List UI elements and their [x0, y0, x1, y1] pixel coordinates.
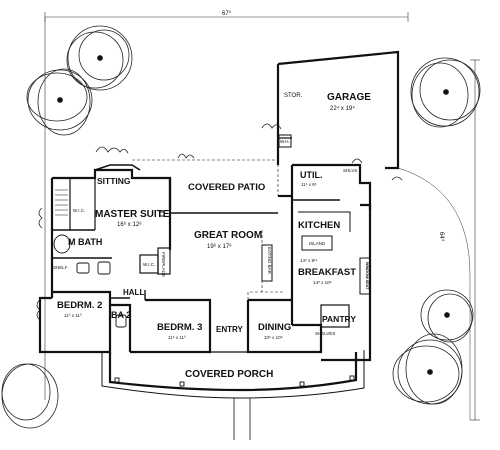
tree-bottom-left — [1, 363, 59, 429]
bath-fixtures — [53, 234, 127, 328]
overall-depth-label: 644 — [438, 232, 446, 242]
landscape-trees — [1, 25, 481, 429]
m-bath-label: M BATH — [68, 237, 102, 247]
tree-right-top — [410, 57, 481, 128]
island-label: ISLAND — [309, 241, 326, 246]
garage-size: 22⁴ x 19⁴ — [330, 105, 355, 112]
wh-label: W.H. — [280, 139, 290, 144]
bedrm3-size: 11⁸ x 11⁰ — [168, 335, 186, 340]
fireplace-label: FIREPLACE — [161, 252, 166, 277]
dining-size: 10⁶ x 10⁸ — [264, 335, 283, 340]
tree-right-mid — [420, 289, 474, 343]
utility-label: UTIL. — [300, 170, 323, 180]
kitchen-size: 14⁸ x 9¹¹ — [300, 258, 318, 263]
shelves-utility-label: SHLVS — [343, 168, 357, 173]
fireplace-label-group: FIREPLACE — [161, 252, 166, 277]
sitting-label: SITTING — [97, 176, 131, 186]
master-suite-size: 16⁶ x 12⁸ — [117, 221, 142, 228]
window-seat-label: WINDOW SEAT — [365, 262, 369, 290]
kitchen-label: KITCHEN — [298, 220, 340, 231]
tree-top-left — [66, 25, 133, 91]
dimension-lines — [44, 12, 480, 421]
overall-width-label: 670 — [222, 9, 232, 17]
bedrm2-label: BEDRM. 2 — [57, 300, 102, 311]
master-suite-label: MASTER SUITE — [95, 209, 170, 220]
walls — [38, 50, 400, 440]
eating-bar-label-group: EATING BAR — [267, 247, 272, 275]
covered-patio-label: COVERED PATIO — [188, 182, 265, 193]
great-room-size: 19⁶ x 17⁸ — [207, 243, 232, 250]
porch-columns — [114, 211, 355, 387]
wic-master-label: W.I.C. — [73, 208, 85, 213]
entry-label: ENTRY — [216, 325, 243, 334]
dining-label: DINING — [258, 322, 291, 333]
window-seat-label-group: WINDOW SEAT — [365, 262, 369, 290]
ba2-label: BA 2 — [111, 310, 131, 320]
storage-label: STOR. — [284, 93, 303, 99]
closet-rods — [55, 189, 68, 216]
garage-label: GARAGE — [327, 92, 371, 103]
breakfast-size: 14⁸ x 10⁸ — [313, 280, 332, 285]
utility-size: 11⁶ x 6⁶ — [301, 182, 317, 187]
shelf-label: SHELF — [53, 265, 68, 270]
svg-text:644: 644 — [438, 232, 446, 242]
tree-right-bottom — [392, 333, 463, 405]
bedrm2-size: 11⁰ x 11⁰ — [64, 313, 82, 318]
tree-left — [26, 68, 93, 136]
bedrm3-label: BEDRM. 3 — [157, 322, 202, 333]
covered-porch-label: COVERED PORCH — [185, 369, 273, 380]
great-room-label: GREAT ROOM — [194, 230, 262, 241]
eating-bar-label: EATING BAR — [267, 247, 272, 275]
shelves-label: SHELVES — [315, 331, 335, 336]
breakfast-label: BREAKFAST — [298, 267, 356, 278]
wic-small-label: W.I.C. — [143, 262, 155, 267]
kitchen-counters — [261, 211, 351, 282]
hall-label: HALL — [123, 288, 144, 297]
pantry-label: PANTRY — [322, 314, 356, 324]
